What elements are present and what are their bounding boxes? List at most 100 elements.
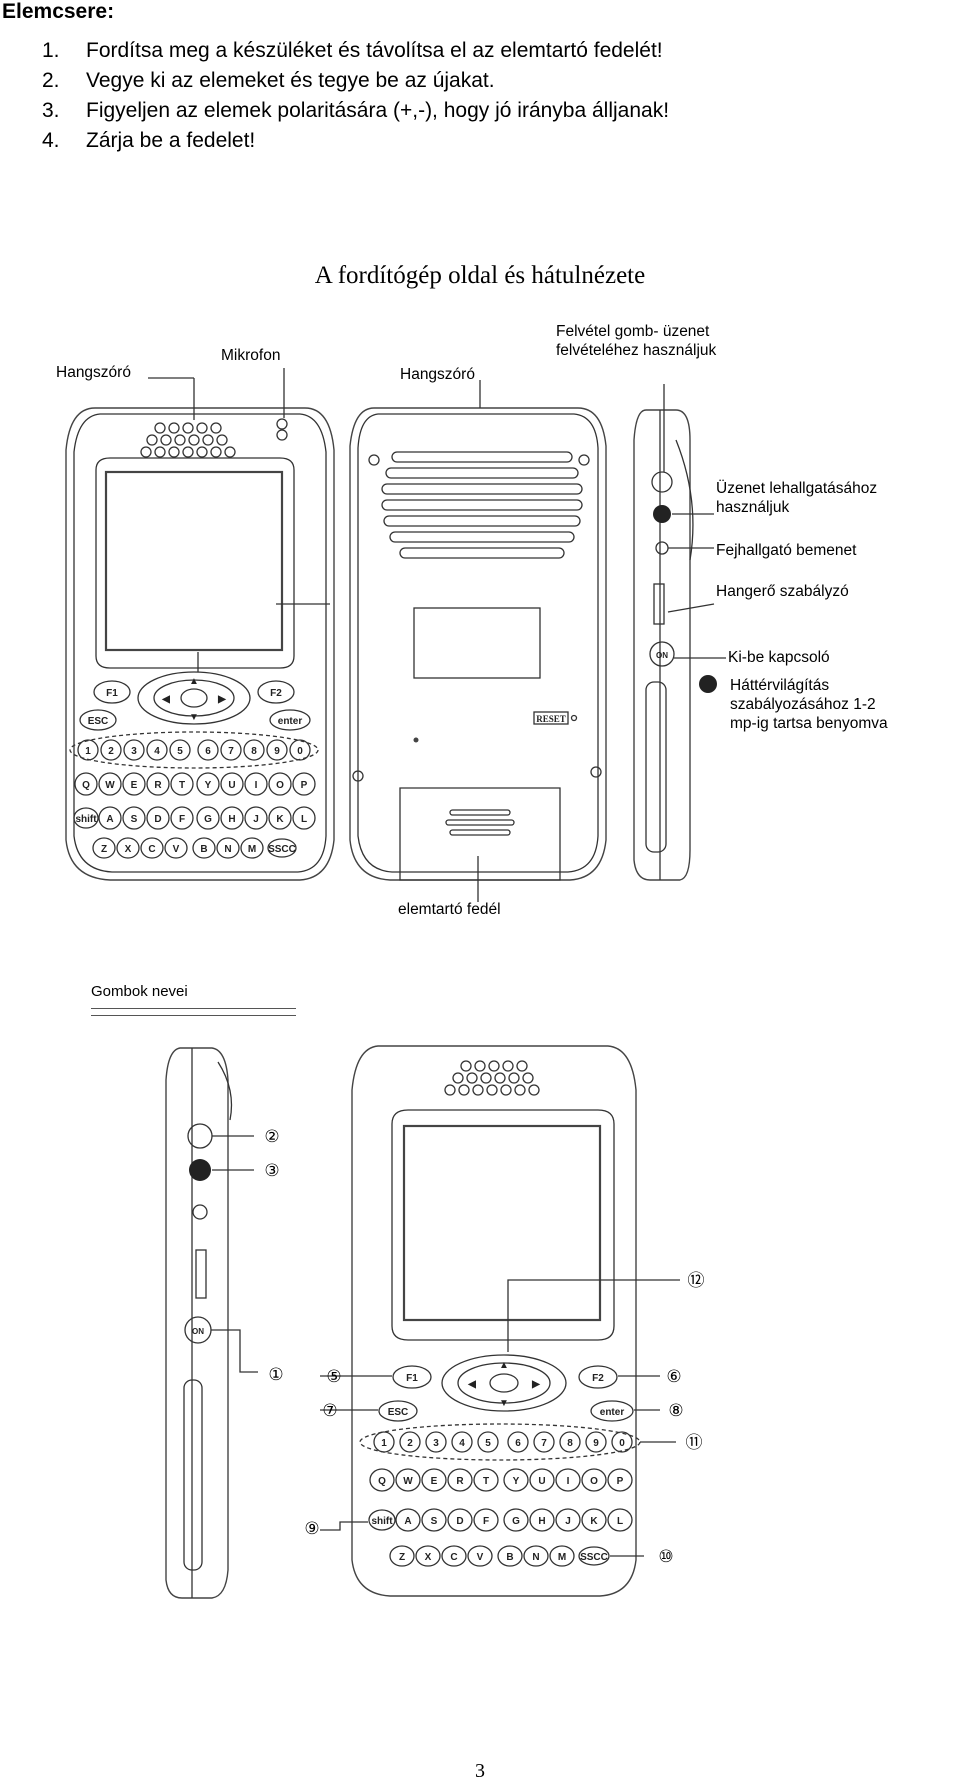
svg-text:SSCC: SSCC: [580, 1552, 608, 1563]
svg-text:H: H: [228, 814, 235, 825]
section-title: Gombok nevei: [91, 983, 188, 1000]
microphone-hole: [276, 418, 288, 430]
svg-text:X: X: [125, 844, 132, 855]
svg-text:F: F: [483, 1516, 489, 1527]
svg-text:ON: ON: [192, 1327, 204, 1336]
svg-text:F: F: [179, 814, 185, 825]
svg-text:F2: F2: [592, 1373, 604, 1384]
svg-text:▲: ▲: [189, 676, 199, 687]
svg-text:A: A: [404, 1516, 411, 1527]
svg-text:▲: ▲: [499, 1360, 509, 1371]
svg-text:E: E: [131, 780, 138, 791]
callout-9: ⑨: [304, 1519, 319, 1539]
f2-key: F2: [270, 688, 282, 699]
svg-text:Z: Z: [101, 844, 107, 855]
svg-text:G: G: [512, 1516, 520, 1527]
svg-text:J: J: [253, 814, 259, 825]
svg-text:2: 2: [108, 746, 114, 757]
callout-2: ②: [264, 1127, 279, 1147]
svg-text:4: 4: [459, 1438, 465, 1449]
callout-7: ⑦: [322, 1401, 337, 1421]
enter-key: enter: [278, 716, 303, 727]
bottom-number-row: 1 2 3 4 5 6 7 8 9 0: [373, 1431, 633, 1453]
svg-text:A: A: [106, 814, 113, 825]
label-record-button: Felvétel gomb- üzenet felvételéhez haszn…: [556, 323, 717, 359]
side-power-switch: [649, 641, 675, 667]
label-backlight: Háttérvilágítás szabályozásához 1-2 mp-i…: [730, 677, 888, 732]
svg-text:L: L: [301, 814, 307, 825]
f1-key: F1: [106, 688, 118, 699]
svg-text:8: 8: [251, 746, 257, 757]
svg-text:U: U: [228, 780, 235, 791]
steps-list: 1.Fordítsa meg a készüléket és távolítsa…: [42, 36, 669, 156]
svg-text:V: V: [477, 1552, 484, 1563]
svg-text:B: B: [200, 844, 207, 855]
svg-text:0: 0: [619, 1438, 625, 1449]
bottom-z-row: Z X C V B N M SSCC: [389, 1545, 610, 1567]
front-number-row: 1 2 3 4 5 6 7 8 9 0: [77, 739, 311, 761]
svg-text:H: H: [538, 1516, 545, 1527]
svg-text:◀: ◀: [467, 1379, 476, 1390]
svg-text:J: J: [565, 1516, 571, 1527]
page-number: 3: [475, 1760, 485, 1782]
bottom-a-row: shift A S D F G H J K L: [368, 1508, 633, 1532]
svg-text:SSCC: SSCC: [268, 844, 296, 855]
side-volume: [653, 583, 665, 625]
bottom-side-view: ON: [165, 1047, 258, 1599]
svg-text:M: M: [558, 1552, 566, 1563]
callout-1: ①: [268, 1365, 283, 1385]
svg-text:M: M: [248, 844, 256, 855]
svg-text:◀: ◀: [161, 694, 170, 705]
label-battery-cover: elemtartó fedél: [398, 901, 501, 918]
svg-text:K: K: [276, 814, 284, 825]
svg-text:4: 4: [154, 746, 160, 757]
heading: Elemcsere:: [2, 0, 115, 23]
callout-8: ⑧: [668, 1401, 683, 1421]
svg-text:ESC: ESC: [388, 1407, 409, 1418]
svg-text:5: 5: [485, 1438, 491, 1449]
svg-text:1: 1: [85, 746, 91, 757]
svg-text:S: S: [131, 814, 138, 825]
svg-text:X: X: [425, 1552, 432, 1563]
svg-text:W: W: [403, 1476, 413, 1487]
svg-text:1: 1: [381, 1438, 387, 1449]
svg-text:7: 7: [228, 746, 234, 757]
svg-text:ON: ON: [656, 651, 668, 660]
svg-text:V: V: [173, 844, 180, 855]
svg-text:R: R: [154, 780, 162, 791]
label-speaker-back: Hangszóró: [400, 366, 475, 383]
svg-text:Y: Y: [205, 780, 212, 791]
svg-text:L: L: [617, 1516, 623, 1527]
callout-5: ⑤: [326, 1367, 341, 1387]
step-item: 2.Vegye ki az elemeket és tegye be az új…: [42, 69, 495, 92]
step-item: 3.Figyeljen az elemek polaritására (+,-)…: [42, 99, 670, 122]
back-label-area: [413, 607, 541, 679]
svg-text:G: G: [204, 814, 212, 825]
nav-pad: [137, 671, 251, 725]
side-view-device: ON: [633, 384, 726, 881]
battery-cover: [399, 787, 561, 881]
svg-text:▶: ▶: [531, 1379, 541, 1390]
svg-text:D: D: [154, 814, 161, 825]
svg-text:5: 5: [177, 746, 183, 757]
svg-text:Y: Y: [513, 1476, 520, 1487]
svg-text:shift: shift: [75, 814, 97, 825]
svg-text:7: 7: [541, 1438, 547, 1449]
label-microphone: Mikrofon: [221, 347, 281, 364]
svg-text:3: 3: [131, 746, 137, 757]
svg-text:Z: Z: [399, 1552, 405, 1563]
screen: [104, 470, 284, 652]
front-view-device: ▲▼ ◀▶ F1 F2 ESC enter 1 2 3 4 5 6 7 8 9 …: [65, 368, 335, 881]
svg-text:B: B: [506, 1552, 513, 1563]
svg-text:C: C: [450, 1552, 457, 1563]
svg-text:0: 0: [297, 746, 303, 757]
section-rule: [91, 1015, 296, 1016]
label-speaker-front: Hangszóró: [56, 364, 131, 381]
label-playback: Üzenet lehallgatásához használjuk: [716, 480, 878, 516]
svg-text:shift: shift: [371, 1516, 393, 1527]
svg-text:I: I: [255, 780, 258, 791]
svg-text:6: 6: [515, 1438, 521, 1449]
svg-text:9: 9: [274, 746, 280, 757]
esc-key: ESC: [88, 716, 109, 727]
